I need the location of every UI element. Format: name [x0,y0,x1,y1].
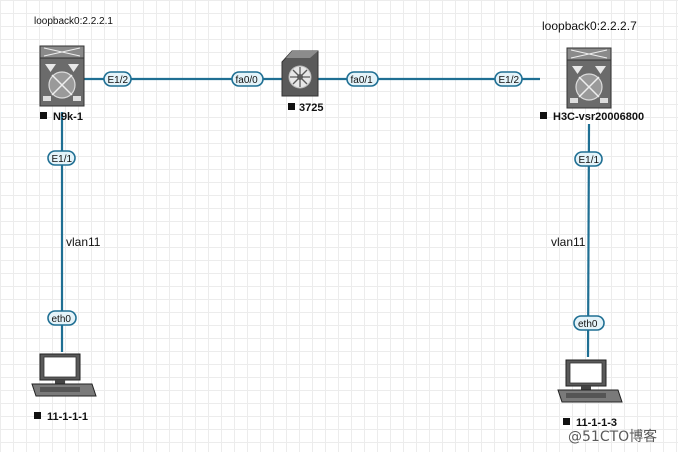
port-label: E1/1 [52,154,73,165]
device-n9k-1[interactable]: loopback0:2.2.2.1 N9k-1 [34,16,113,123]
pc2-status-square [563,418,570,425]
nexus-switch-icon [39,45,85,107]
port-h3c-e1-1[interactable]: E1/1 [574,151,603,167]
port-label: fa0/0 [236,75,259,86]
port-h3c-e1-2[interactable]: E1/2 [494,71,523,87]
port-label: eth0 [52,314,72,325]
port-label: fa0/1 [351,75,374,86]
pc1-name-label: 11-1-1-1 [47,411,88,423]
device-h3c-vsr20006800[interactable]: loopback0:2.2.2.7 H3C-vsr20006800 [540,19,644,123]
vlan-label-left: vlan11 [66,235,101,249]
port-label: E1/1 [579,155,600,166]
device-pc-11-1-1-3[interactable]: 11-1-1-3 [557,359,623,429]
h3c-loopback-label: loopback0:2.2.2.7 [542,19,637,33]
router-name-label: 3725 [299,102,323,114]
nexus-switch-icon [566,47,612,109]
h3c-name-label: H3C-vsr20006800 [553,111,644,123]
port-router-fa0-1[interactable]: fa0/1 [346,71,379,87]
h3c-status-square [540,112,547,119]
computer-icon [31,353,97,397]
device-pc-11-1-1-1[interactable]: 11-1-1-1 [31,353,97,423]
watermark-text: @51CTO博客 [568,428,657,445]
n9k-name-label: N9k-1 [53,111,83,123]
router-status-square [288,103,295,110]
device-3725[interactable]: 3725 [281,50,323,114]
pc2-name-label: 11-1-1-3 [576,417,617,429]
n9k-loopback-label: loopback0:2.2.2.1 [34,16,113,27]
port-label: eth0 [578,319,598,330]
layer3-switch-icon [281,50,319,97]
port-n9k-e1-2[interactable]: E1/2 [103,71,132,87]
vlan-label-right: vlan11 [551,235,586,249]
port-label: E1/2 [499,75,520,86]
port-n9k-e1-1[interactable]: E1/1 [47,150,76,166]
n9k-status-square [40,112,47,119]
port-label: E1/2 [108,75,129,86]
links [60,77,591,358]
port-router-fa0-0[interactable]: fa0/0 [231,71,264,87]
port-pc1-eth0[interactable]: eth0 [47,310,77,326]
computer-icon [557,359,623,403]
pc1-status-square [34,412,41,419]
port-pc2-eth0[interactable]: eth0 [573,315,605,331]
